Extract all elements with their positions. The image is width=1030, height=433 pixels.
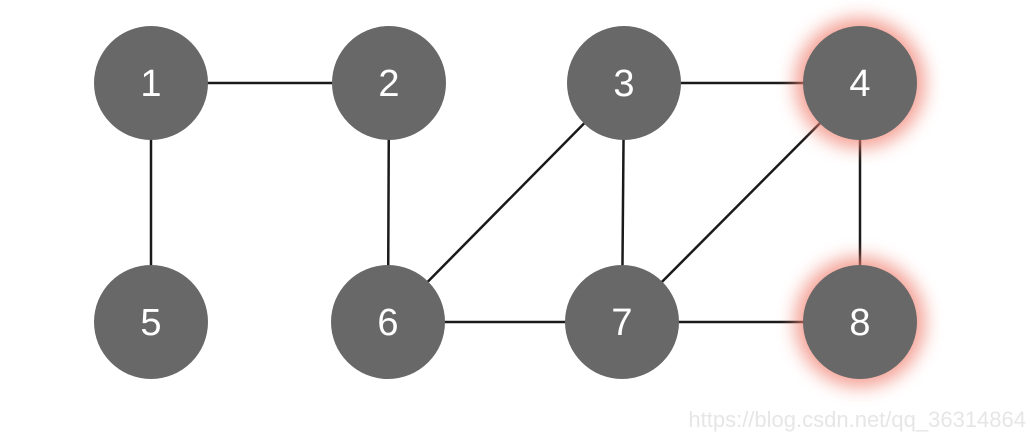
node-7: 7 [565, 265, 679, 379]
node-7-label: 7 [611, 302, 632, 344]
node-1: 1 [94, 26, 208, 140]
node-5-circle [94, 265, 208, 379]
node-4: 4 [795, 18, 925, 148]
node-8: 8 [795, 257, 925, 387]
node-1-circle [94, 26, 208, 140]
node-1-label: 1 [140, 63, 161, 105]
nodes-layer: 1 2 3 4 5 6 7 8 [94, 18, 925, 387]
node-7-circle [565, 265, 679, 379]
node-4-label: 4 [849, 63, 870, 105]
node-6-circle [331, 265, 445, 379]
edges-layer [149, 81, 862, 324]
node-2-label: 2 [378, 63, 399, 105]
node-2-circle [332, 26, 446, 140]
watermark-text: https://blog.csdn.net/qq_36314864 [688, 407, 1026, 432]
node-8-circle [803, 265, 917, 379]
node-3: 3 [567, 26, 681, 140]
node-3-circle [567, 26, 681, 140]
node-3-label: 3 [613, 63, 634, 105]
node-6: 6 [331, 265, 445, 379]
node-8-label: 8 [849, 302, 870, 344]
node-5-label: 5 [140, 302, 161, 344]
node-2: 2 [332, 26, 446, 140]
node-5: 5 [94, 265, 208, 379]
node-6-label: 6 [377, 302, 398, 344]
node-4-circle [803, 26, 917, 140]
